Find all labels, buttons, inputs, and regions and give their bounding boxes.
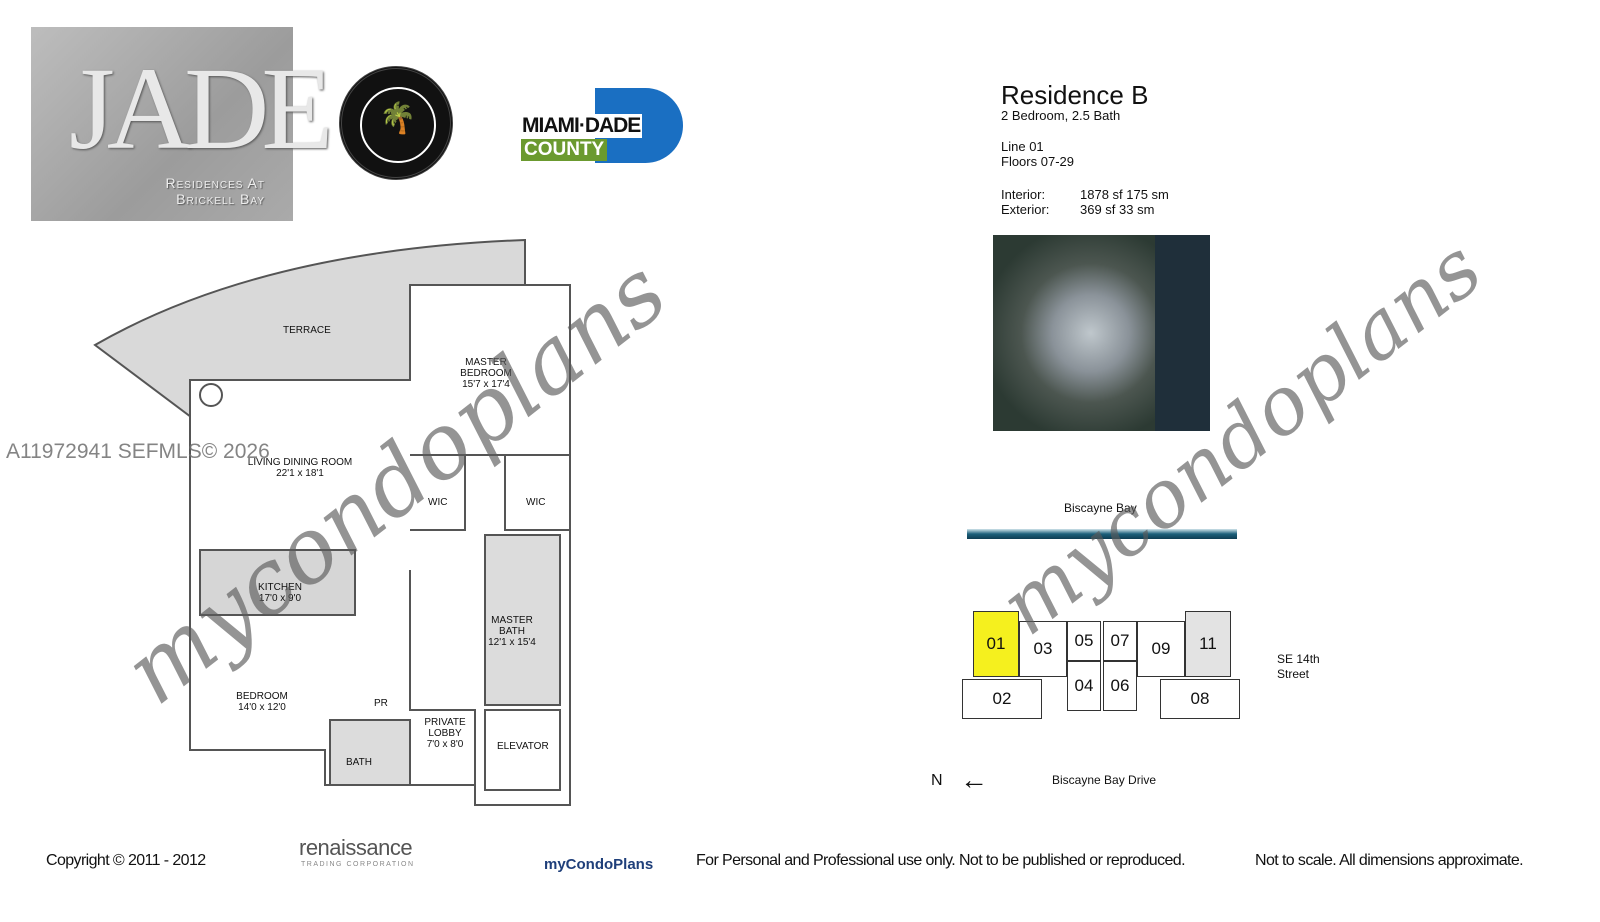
city-of-miami-seal: 🌴 [339,66,453,180]
scale-notice: Not to scale. All dimensions approximate… [1255,852,1524,869]
elevator-box [484,709,561,791]
unit-01: 01 [973,611,1019,677]
residence-line: Line 01 [1001,139,1044,154]
room-wic-2: WIC [526,497,546,508]
unit-04: 04 [1067,661,1101,711]
exterior-label: Exterior: [1001,202,1050,217]
residence-subtitle: 2 Bedroom, 2.5 Bath [1001,108,1121,123]
jade-logo: JADE Residences At Brickell Bay [31,27,333,221]
biscayne-bay-label: Biscayne Bay [1064,501,1137,515]
mls-watermark: A11972941 SEFMLS© 2026 [6,440,270,463]
master-bath-area [484,534,561,706]
north-arrow-icon: ← [960,764,988,795]
kitchen-area [199,549,356,616]
aerial-photo [993,235,1210,431]
residence-title: Residence B [1001,80,1149,110]
jade-logo-subtitle: Residences At Brickell Bay [165,175,265,207]
jade-logo-word: JADE [69,43,333,174]
unit-08: 08 [1160,679,1240,719]
unit-11: 11 [1185,611,1231,677]
exterior-value: 369 sf 33 sm [1080,202,1155,217]
copyright: Copyright © 2011 - 2012 [46,852,206,869]
room-elevator: ELEVATOR [497,741,549,752]
interior-label: Interior: [1001,187,1046,202]
biscayne-bay-line [967,529,1237,539]
biscayne-bay-drive-label: Biscayne Bay Drive [1052,773,1157,787]
north-label: N [931,772,943,789]
renaissance-logo: renaissance TRADING CORPORATION [299,835,415,868]
unit-02: 02 [962,679,1042,719]
bath-area [329,719,411,786]
mycondoplans-logo: myCondoPlans [544,856,654,873]
interior-value: 1878 sf 175 sm [1080,187,1169,202]
unit-06: 06 [1103,661,1137,711]
building-key-plan: 01 03 05 07 09 11 02 04 06 08 [960,603,1245,725]
unit-03: 03 [1019,621,1067,677]
floor-plan [93,238,571,806]
usage-notice: For Personal and Professional use only. … [696,852,1186,869]
residence-floors: Floors 07-29 [1001,154,1074,169]
room-bath: BATH [346,757,372,768]
unit-09: 09 [1137,621,1185,677]
unit-05: 05 [1067,621,1101,661]
room-wic-1: WIC [428,497,448,508]
room-terrace: TERRACE [283,325,331,336]
room-pr: PR [374,698,388,709]
unit-07: 07 [1103,621,1137,661]
palm-tree-icon: 🌴 [360,87,436,163]
